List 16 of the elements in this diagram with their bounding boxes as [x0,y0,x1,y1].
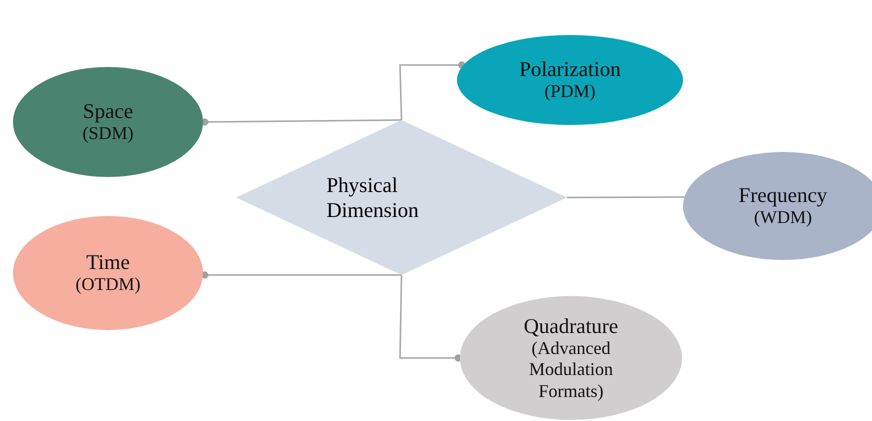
connector-line [567,196,684,198]
node-title: Frequency [738,183,828,208]
node-subtitle: (SDM) [82,123,134,145]
node-subtitle: (Advanced Modulation Formats) [528,338,614,402]
connector-line [399,274,462,362]
connector-line [201,118,402,126]
connector-line [399,61,466,120]
node-title: Polarization [519,57,621,82]
node-title: Physical Dimension [326,173,420,222]
node-subtitle: (PDM) [544,81,596,103]
node-subtitle: (WDM) [754,207,812,229]
node-title: Quadrature [524,314,618,338]
node-title: Time [86,250,130,274]
node-subtitle: (OTDM) [76,274,140,296]
connector-line [201,271,402,279]
node-title: Space [82,99,134,124]
